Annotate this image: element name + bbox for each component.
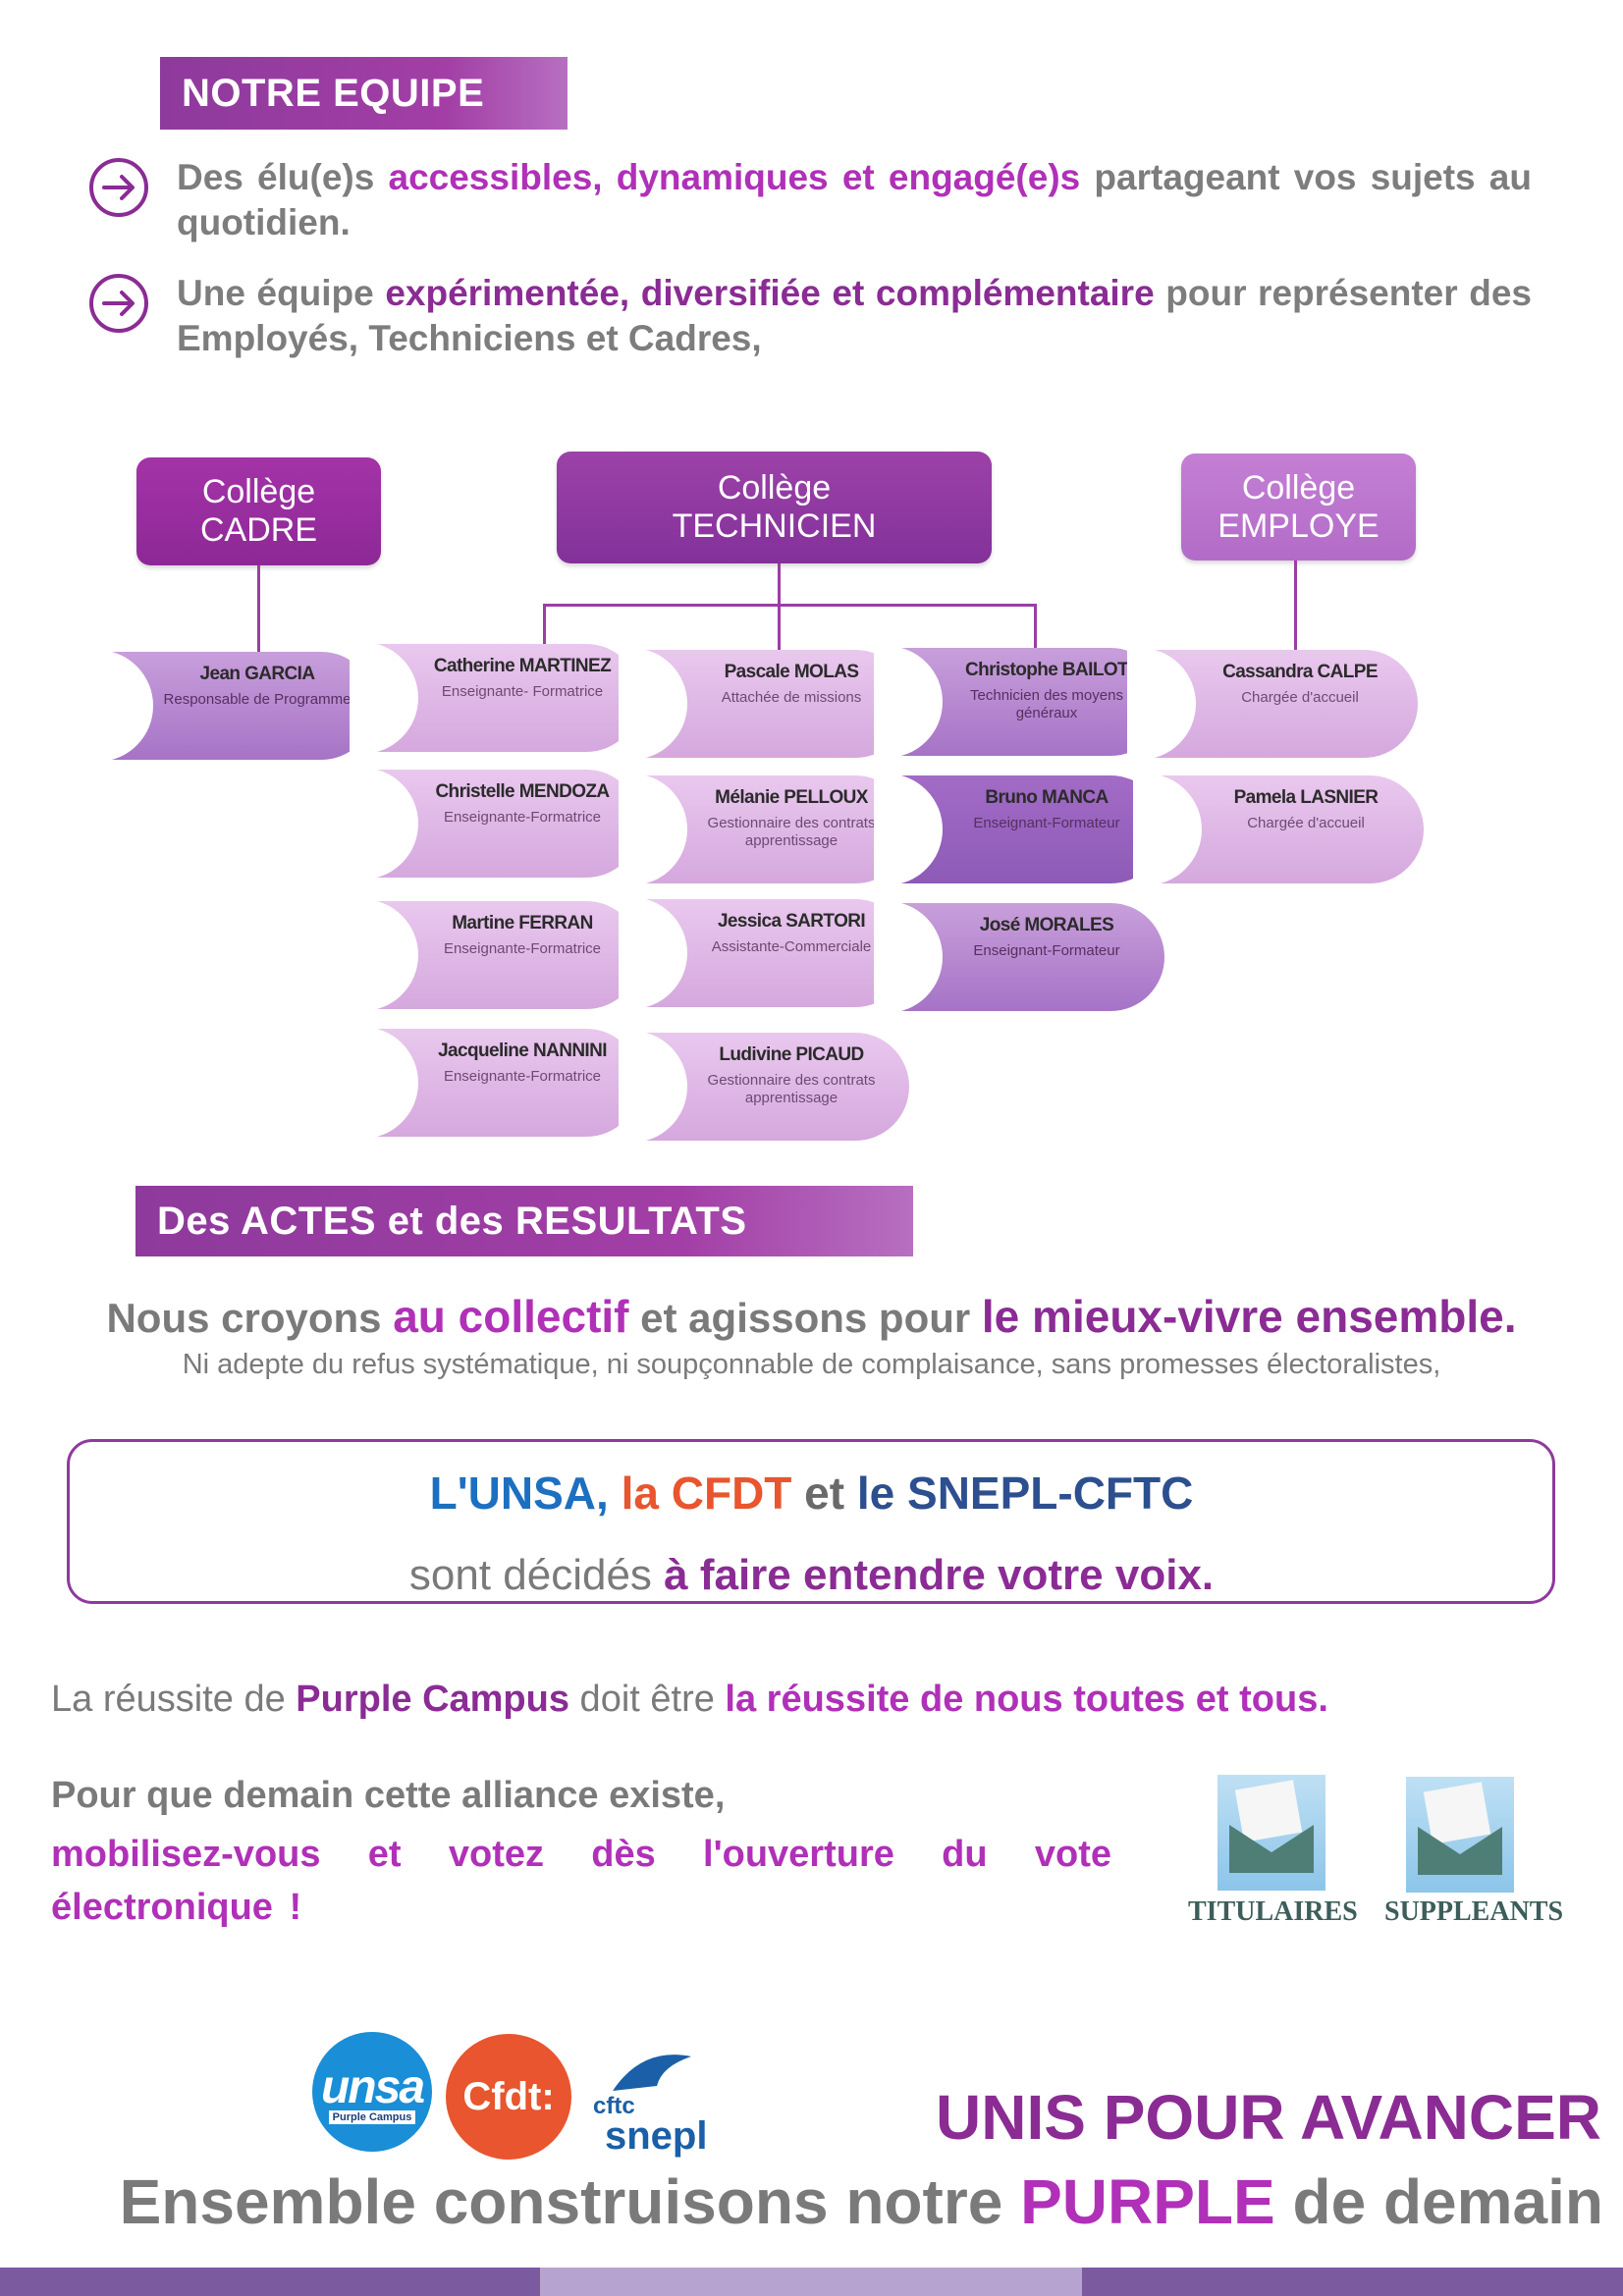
- team-section-title-text: NOTRE EQUIPE: [182, 71, 485, 115]
- college-cadre-line2: CADRE: [199, 511, 318, 549]
- member-card: Mélanie PELLOUX Gestionnaire des contrat…: [619, 774, 909, 885]
- call-to-action-line2: mobilisez-vous et votez dès l'ouverture …: [51, 1834, 1111, 1928]
- member-name: Christophe BAILOT: [964, 660, 1129, 680]
- member-role: Chargée d'accueil: [1247, 815, 1365, 831]
- member-role: Assistante-Commerciale: [711, 938, 872, 955]
- ballot-envelope-icon: [1406, 1777, 1514, 1893]
- suppleants-label: SUPPLEANTS: [1384, 1896, 1564, 1927]
- college-employe-line1: Collège: [1241, 468, 1356, 507]
- member-name: Jean GARCIA: [199, 664, 316, 684]
- member-name: Jacqueline NANNINI: [438, 1041, 607, 1061]
- member-card: Ludivine PICAUD Gestionnaire des contrat…: [619, 1031, 909, 1143]
- titulaires-label: TITULAIRES: [1188, 1896, 1358, 1927]
- member-name: Pamela LASNIER: [1233, 787, 1379, 808]
- connector-technicien-stem: [778, 563, 781, 605]
- college-cadre: Collège CADRE: [136, 457, 381, 565]
- results-section-title: Des ACTES et des RESULTATS: [135, 1186, 913, 1256]
- footer-slogan: UNIS POUR AVANCER: [936, 2082, 1601, 2153]
- alliance-unions: L'UNSA, la CFDT et le SNEPL-CFTC: [429, 1468, 1194, 1519]
- member-role: Responsable de Programme: [163, 691, 352, 708]
- bottom-bar-middle: [540, 2268, 1082, 2296]
- member-card: Pamela LASNIER Chargée d'accueil: [1133, 774, 1424, 885]
- member-role: Enseignante-Formatrice: [443, 1068, 602, 1085]
- member-role: Enseignante-Formatrice: [443, 940, 602, 957]
- cfdt-logo: Cfdt:: [446, 2034, 571, 2160]
- belief-subtext: Ni adepte du refus systématique, ni soup…: [182, 1349, 1441, 1380]
- bird-icon: [613, 2055, 691, 2091]
- member-card: Martine FERRAN Enseignante-Formatrice: [350, 899, 640, 1011]
- connector-technicien-mid: [778, 604, 781, 651]
- connector-technicien-bar: [543, 604, 1037, 607]
- member-name: Christelle MENDOZA: [435, 781, 610, 802]
- college-technicien: Collège TECHNICIEN: [557, 452, 992, 563]
- call-to-action-line1: Pour que demain cette alliance existe,: [51, 1775, 726, 1816]
- footer-tagline: Ensemble construisons notre PURPLE de de…: [119, 2166, 1603, 2237]
- member-role: Enseignante- Formatrice: [441, 683, 604, 700]
- results-section-title-text: Des ACTES et des RESULTATS: [157, 1199, 747, 1243]
- college-technicien-line1: Collège: [717, 469, 832, 507]
- member-role: Gestionnaire des contrats apprentissage: [707, 815, 876, 849]
- college-cadre-line1: Collège: [201, 473, 316, 510]
- bullet-2-text: Une équipe expérimentée, diversifiée et …: [177, 273, 1533, 358]
- bullet-2: Une équipe expérimentée, diversifiée et …: [88, 271, 1532, 361]
- member-role: Technicien des moyens généraux: [970, 687, 1123, 721]
- connector-technicien-left: [543, 604, 546, 651]
- member-card: Pascale MOLAS Attachée de missions: [619, 648, 909, 760]
- member-name: Catherine MARTINEZ: [433, 656, 612, 676]
- member-card: Jean GARCIA Responsable de Programme: [84, 650, 375, 762]
- bottom-bar-right: [1082, 2268, 1623, 2296]
- member-card: Jacqueline NANNINI Enseignante-Formatric…: [350, 1027, 640, 1139]
- member-name: Bruno MANCA: [985, 787, 1109, 808]
- success-statement: La réussite de Purple Campus doit être l…: [51, 1679, 1328, 1720]
- member-card: Christophe BAILOT Technicien des moyens …: [874, 646, 1164, 758]
- member-name: José MORALES: [979, 915, 1114, 935]
- cftc-snepl-logo: cftc snepl: [583, 2042, 721, 2160]
- unsa-logo: unsa Purple Campus: [312, 2032, 432, 2152]
- member-role: Enseignante-Formatrice: [443, 809, 602, 826]
- member-role: Enseignant-Formateur: [973, 815, 1120, 831]
- member-role: Enseignant-Formateur: [973, 942, 1120, 959]
- member-card: Cassandra CALPE Chargée d'accueil: [1127, 648, 1418, 760]
- connector-employe: [1294, 561, 1297, 651]
- member-card: Jessica SARTORI Assistante-Commerciale: [619, 897, 909, 1009]
- member-name: Cassandra CALPE: [1222, 662, 1378, 682]
- ballot-envelope-icon: [1217, 1775, 1325, 1891]
- member-role: Gestionnaire des contrats apprentissage: [707, 1072, 876, 1106]
- member-name: Ludivine PICAUD: [719, 1044, 864, 1065]
- alliance-frame: [67, 1439, 1555, 1604]
- member-name: Pascale MOLAS: [724, 662, 859, 682]
- bullet-1: Des élu(e)s accessibles, dynamiques et e…: [88, 155, 1532, 245]
- alliance-voice: sont décidés à faire entendre votre voix…: [408, 1551, 1215, 1599]
- belief-statement: Nous croyons au collectif et agissons po…: [106, 1291, 1517, 1342]
- college-employe-line2: EMPLOYE: [1217, 507, 1380, 545]
- college-technicien-line2: TECHNICIEN: [672, 507, 877, 545]
- member-card: Christelle MENDOZA Enseignante-Formatric…: [350, 768, 640, 880]
- connector-cadre: [257, 565, 260, 654]
- member-card: Bruno MANCA Enseignant-Formateur: [874, 774, 1164, 885]
- arrow-circle-icon: [89, 274, 148, 333]
- member-name: Mélanie PELLOUX: [715, 787, 868, 808]
- team-section-title: NOTRE EQUIPE: [160, 57, 568, 130]
- arrow-circle-icon: [89, 158, 148, 217]
- connector-technicien-right: [1034, 604, 1037, 651]
- college-employe: Collège EMPLOYE: [1181, 454, 1416, 561]
- member-name: Martine FERRAN: [452, 913, 593, 934]
- member-card: José MORALES Enseignant-Formateur: [874, 901, 1164, 1013]
- bullet-1-text: Des élu(e)s accessibles, dynamiques et e…: [177, 157, 1532, 242]
- member-role: Attachée de missions: [721, 689, 862, 706]
- bottom-bar-left: [0, 2268, 540, 2296]
- member-role: Chargée d'accueil: [1241, 689, 1359, 706]
- member-name: Jessica SARTORI: [717, 911, 866, 932]
- member-card: Catherine MARTINEZ Enseignante- Formatri…: [350, 642, 640, 754]
